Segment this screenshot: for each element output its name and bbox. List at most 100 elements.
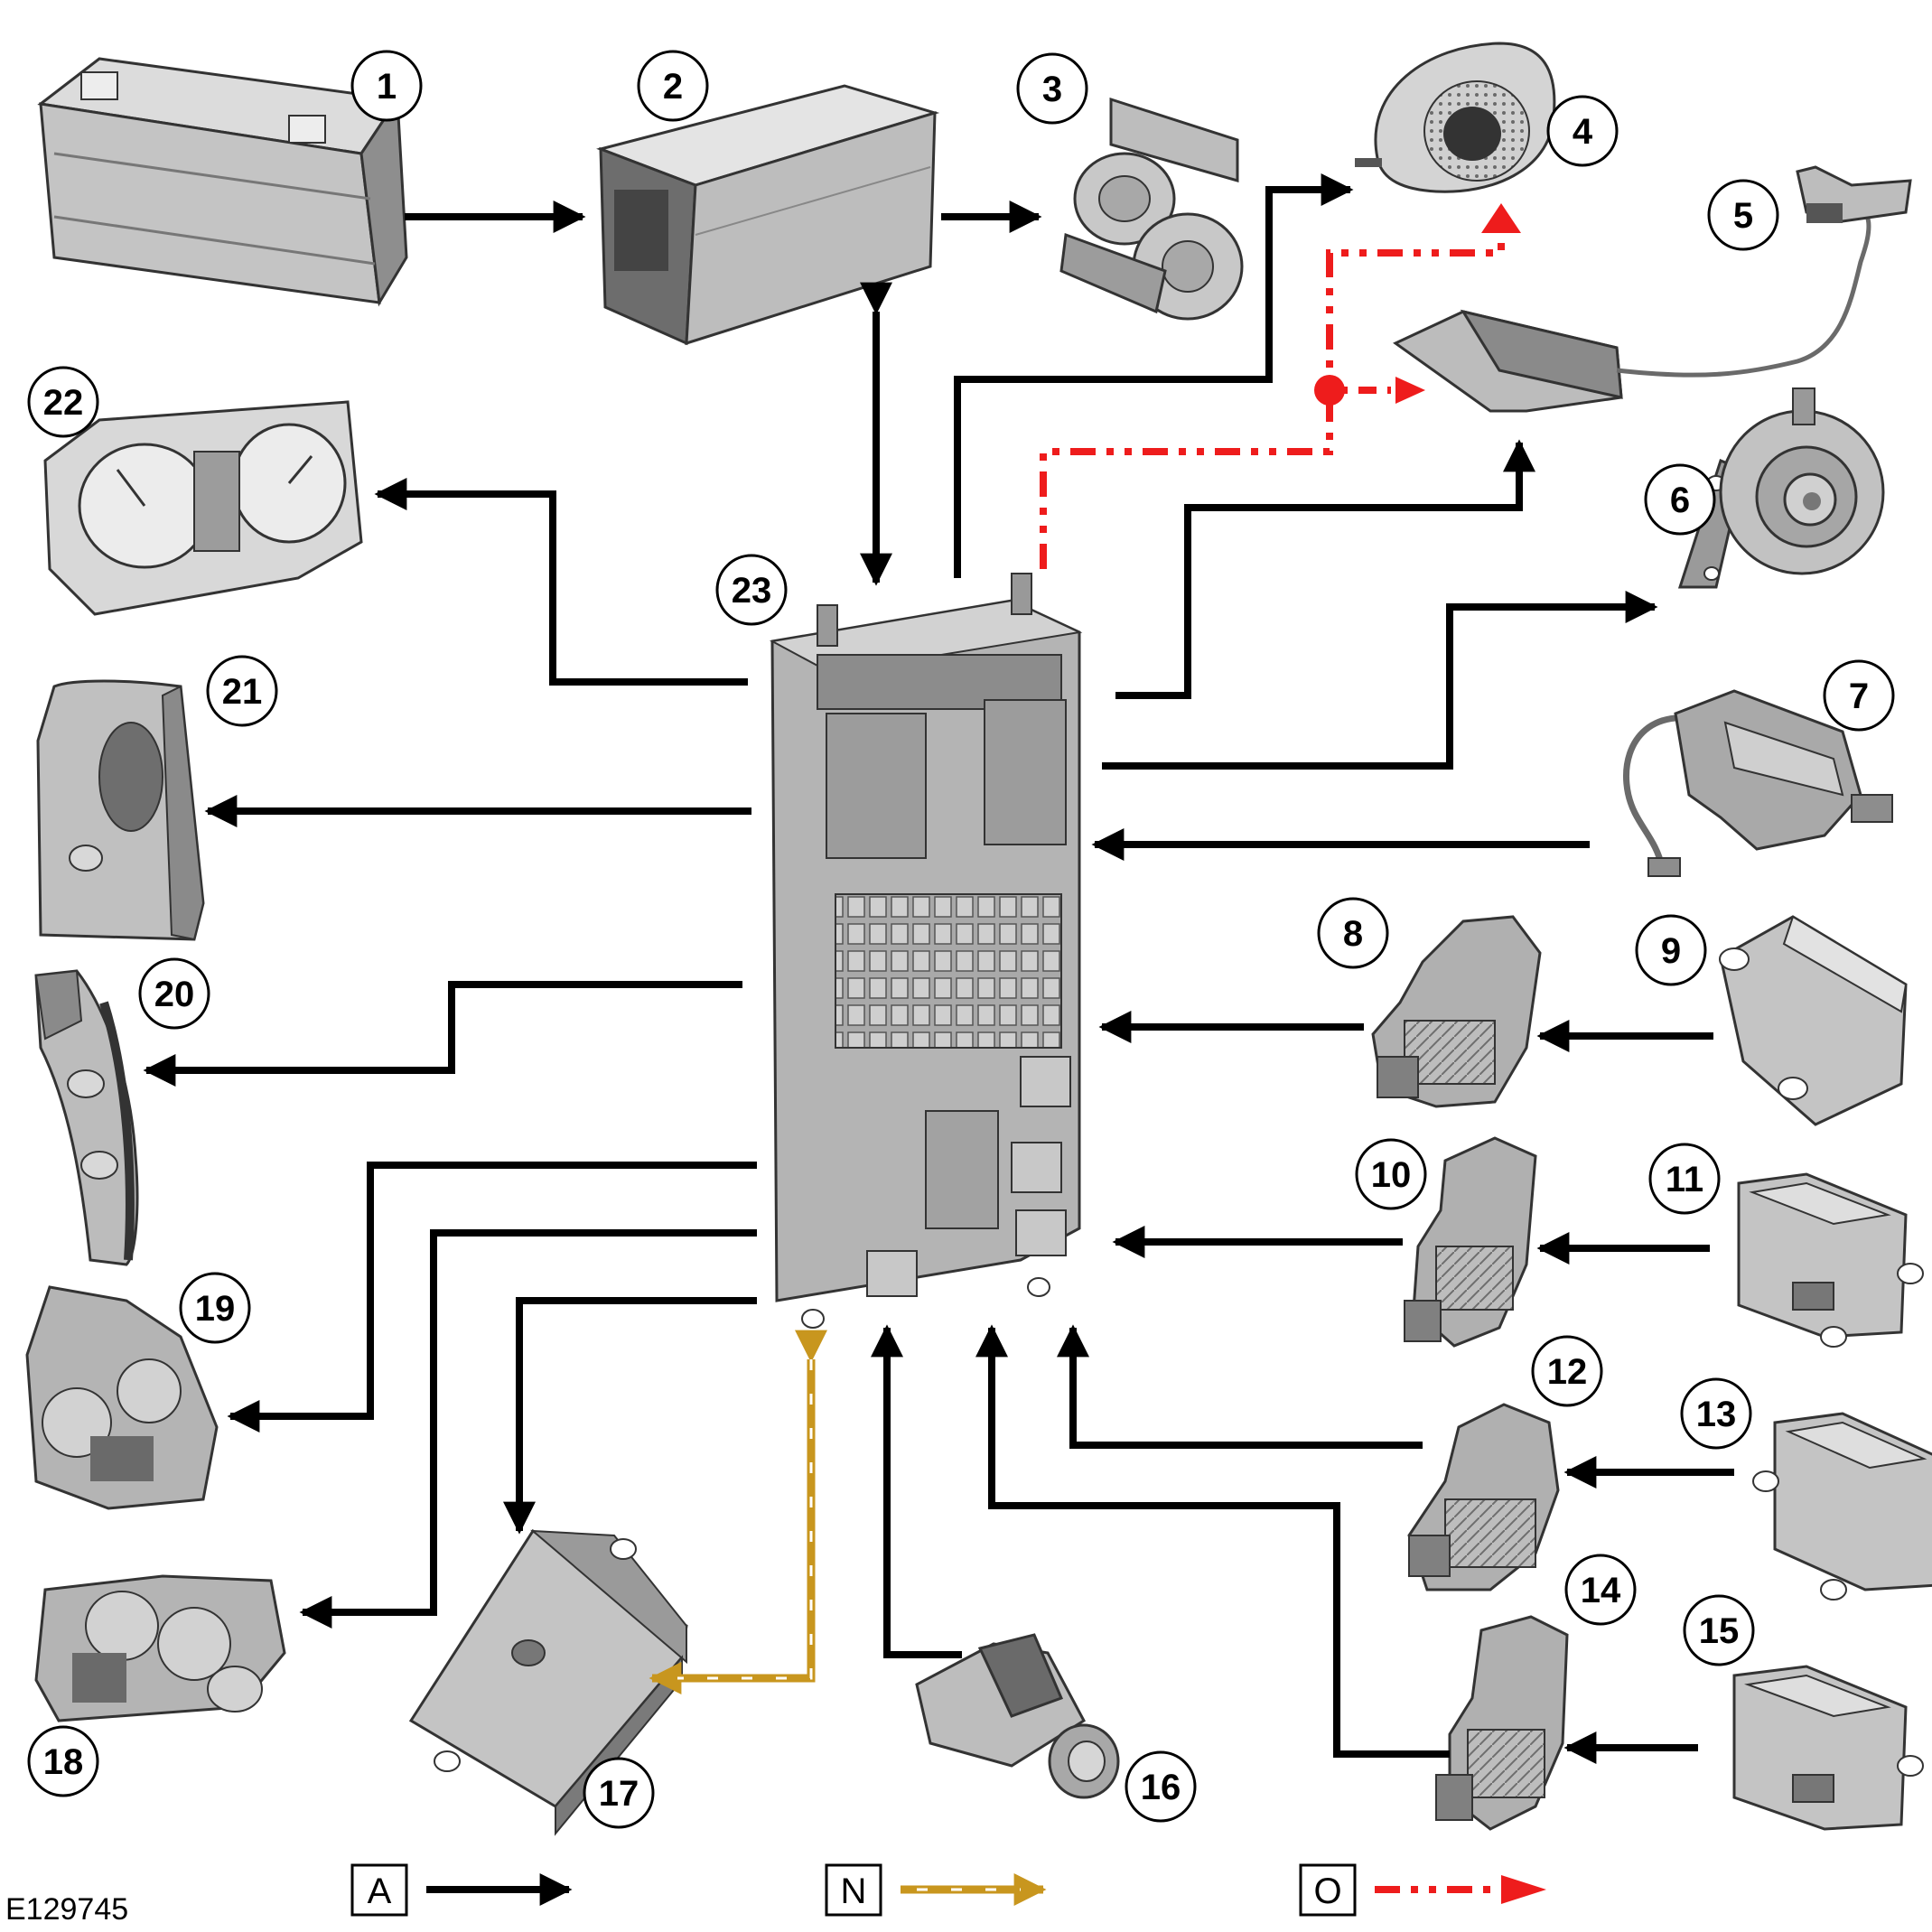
callout-number: 12 xyxy=(1547,1352,1588,1392)
callout-circle xyxy=(350,50,423,122)
callout-circle xyxy=(1823,659,1895,732)
callout-circle xyxy=(1531,1335,1603,1407)
headlamp-housing-illustration xyxy=(34,1574,286,1722)
callout-5: 5 xyxy=(1707,179,1779,251)
callout-23: 23 xyxy=(715,554,788,626)
legend-item-a: A xyxy=(350,1863,573,1917)
callout-number: 5 xyxy=(1733,196,1753,236)
connection-line xyxy=(954,173,1354,578)
callout-number: 21 xyxy=(222,672,263,712)
tail-lamp-illustration xyxy=(36,679,205,941)
legend: A N O xyxy=(350,1863,1546,1917)
callout-1: 1 xyxy=(350,50,423,122)
door-module-illustration xyxy=(1719,915,1908,1126)
connection-lines xyxy=(143,173,1734,1764)
connection-line xyxy=(1102,591,1658,770)
callout-4: 4 xyxy=(1546,95,1619,167)
callout-circle xyxy=(138,957,210,1030)
callout-number: 20 xyxy=(154,975,195,1014)
door-module-illustration xyxy=(1737,1172,1924,1348)
legend-item-n: N xyxy=(825,1863,1047,1917)
connection-line xyxy=(1057,1324,1423,1449)
callout-9: 9 xyxy=(1635,914,1707,986)
callout-number: 19 xyxy=(195,1289,236,1329)
sensor-module-illustration xyxy=(1393,165,1912,413)
junction-dot xyxy=(1314,375,1345,406)
connection-line xyxy=(871,1324,962,1658)
callout-number: 23 xyxy=(732,571,772,611)
callout-19: 19 xyxy=(179,1272,251,1344)
callout-number: 10 xyxy=(1371,1155,1412,1195)
connection-line xyxy=(1115,439,1535,699)
callout-number: 9 xyxy=(1661,931,1681,971)
callout-22: 22 xyxy=(27,366,99,438)
connection-line xyxy=(975,1324,1450,1758)
door-module-illustration xyxy=(1752,1412,1932,1601)
connection-line xyxy=(374,478,748,686)
callout-circle xyxy=(637,50,709,122)
callout-11: 11 xyxy=(1648,1143,1721,1215)
callout-circle xyxy=(1644,463,1716,536)
callout-13: 13 xyxy=(1680,1377,1752,1450)
callout-number: 14 xyxy=(1581,1571,1621,1610)
callout-21: 21 xyxy=(206,655,278,727)
callout-10: 10 xyxy=(1355,1138,1427,1210)
legend-key-n: N xyxy=(841,1871,867,1911)
battery-illustration xyxy=(37,57,408,307)
connection-line xyxy=(227,1162,757,1433)
instrument-cluster-illustration xyxy=(43,400,363,616)
callout-circle xyxy=(1707,179,1779,251)
callout-number: 3 xyxy=(1042,70,1062,109)
arrowhead xyxy=(1395,377,1425,404)
callout-18: 18 xyxy=(27,1725,99,1797)
siren-illustration xyxy=(1355,42,1556,193)
door-latch-illustration xyxy=(1371,915,1542,1108)
callout-circle xyxy=(206,655,278,727)
door-latch-illustration xyxy=(1435,1615,1569,1831)
callout-number: 13 xyxy=(1696,1395,1737,1434)
door-module-illustration xyxy=(1732,1665,1924,1831)
callout-number: 6 xyxy=(1670,481,1690,520)
callout-12: 12 xyxy=(1531,1335,1603,1407)
callout-number: 1 xyxy=(377,67,397,107)
switch-illustration xyxy=(915,1633,1120,1799)
connection-line xyxy=(503,1297,757,1535)
callout-circle xyxy=(1317,897,1389,969)
legend-item-o: O xyxy=(1299,1863,1546,1917)
legend-key-a: A xyxy=(368,1871,392,1911)
callout-circle xyxy=(1680,1377,1752,1450)
central-junction-box-illustration xyxy=(769,573,1083,1329)
callout-number: 17 xyxy=(599,1774,639,1814)
callout-number: 22 xyxy=(43,383,84,423)
callout-circle xyxy=(1635,914,1707,986)
callout-number: 2 xyxy=(663,67,683,107)
callout-circle xyxy=(1125,1750,1197,1823)
callout-circle xyxy=(179,1272,251,1344)
callout-number: 15 xyxy=(1699,1611,1740,1651)
figure-id: E129745 xyxy=(5,1892,128,1927)
junction-box-illustration xyxy=(596,84,940,346)
callout-number: 18 xyxy=(43,1742,84,1782)
callout-circle xyxy=(1355,1138,1427,1210)
callout-number: 16 xyxy=(1141,1768,1181,1807)
connection-line xyxy=(1040,233,1505,569)
rear-lamp-illustration xyxy=(34,969,139,1266)
callout-number: 4 xyxy=(1573,112,1593,152)
arrowhead xyxy=(1481,203,1521,233)
callout-circle xyxy=(1546,95,1619,167)
connection-line xyxy=(143,981,742,1087)
callout-circle xyxy=(27,366,99,438)
callout-number: 8 xyxy=(1343,914,1363,954)
callout-circle xyxy=(1016,52,1088,125)
callout-circle xyxy=(1683,1594,1755,1666)
callout-16: 16 xyxy=(1125,1750,1197,1823)
horn-illustration xyxy=(1677,387,1885,589)
connection-line xyxy=(299,1229,757,1629)
callout-17: 17 xyxy=(583,1757,655,1829)
bonnet-latch-illustration xyxy=(1623,689,1893,877)
callout-circle xyxy=(1648,1143,1721,1215)
door-latch-illustration xyxy=(1404,1136,1537,1348)
callout-circle xyxy=(715,554,788,626)
